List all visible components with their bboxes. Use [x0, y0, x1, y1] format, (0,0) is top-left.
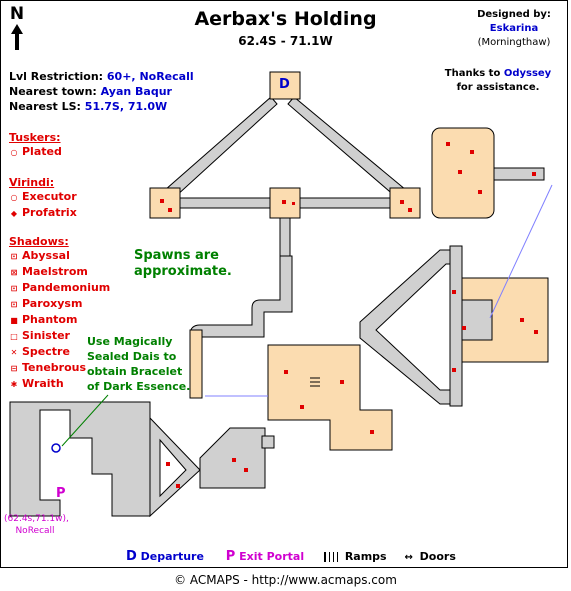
- list-item: ○Plated: [10, 145, 62, 158]
- north-arrow-icon: [11, 24, 23, 50]
- list-item: ✱Wraith: [10, 377, 64, 390]
- paroxysm-icon: ⊡: [10, 300, 18, 309]
- tenebrous-icon: ⊟: [10, 364, 18, 373]
- y-junction: [359, 249, 463, 405]
- legend-ramps-label: Ramps: [344, 550, 387, 563]
- legend-doors-label: Doors: [419, 550, 456, 563]
- room-left: [149, 187, 181, 219]
- virindi-group: Virindi: ○Executor ◆Profatrix: [9, 176, 77, 221]
- dais-note: Use Magically Sealed Dais to obtain Brac…: [87, 335, 191, 393]
- ls-value: 51.7S, 71.0W: [84, 100, 168, 113]
- northeast-link-arrow: [489, 184, 553, 319]
- list-item: ■Phantom: [10, 313, 78, 326]
- east-corridor: [449, 245, 463, 407]
- spectre-icon: ✕: [10, 348, 18, 357]
- abyssal-icon: ⊡: [10, 252, 18, 261]
- spawns-note: Spawns are approximate.: [134, 248, 232, 279]
- designer-name: Eskarina: [489, 23, 539, 34]
- portal-note: (62.4s,71.1w), NoRecall: [4, 514, 69, 536]
- list-item: ✕Spectre: [10, 345, 70, 358]
- info-block: Lvl Restriction: 60+, NoRecall Nearest t…: [9, 69, 194, 114]
- northeast-room: [431, 127, 495, 219]
- ramp-corridor: [189, 329, 203, 399]
- list-item: ⊠Maelstrom: [10, 265, 88, 278]
- list-item: ⊡Paroxysm: [10, 297, 83, 310]
- triangle-corridor-right: [287, 96, 407, 198]
- lvl-value: 60+, NoRecall: [106, 70, 194, 83]
- central-hall: [267, 344, 393, 451]
- map-frame: [0, 0, 568, 568]
- dais-pointer: [61, 394, 109, 447]
- east-room-hall: [461, 299, 493, 341]
- ramps-icon: [323, 552, 338, 562]
- northeast-corridor: [493, 167, 545, 181]
- dais-icon: [51, 443, 61, 453]
- legend-portal-letter: P: [225, 549, 236, 564]
- list-item: □Sinister: [10, 329, 70, 342]
- list-item: ○Executor: [10, 190, 77, 203]
- map-coordinates: 62.4S - 71.1W: [238, 34, 333, 48]
- list-item: ◆Profatrix: [10, 206, 77, 219]
- list-item: ⊡Abyssal: [10, 249, 70, 262]
- plated-icon: ○: [10, 148, 18, 157]
- phantom-icon: ■: [10, 316, 18, 325]
- triangle-corridor-left: [164, 96, 278, 198]
- profatrix-icon: ◆: [10, 209, 18, 218]
- thanks-name: Odyssey: [503, 68, 552, 79]
- exit-portal-marker[interactable]: P: [56, 486, 66, 501]
- town-value: Ayan Baqur: [100, 85, 172, 98]
- portal-area: [9, 401, 151, 517]
- north-compass: N: [8, 4, 26, 52]
- list-item: ⊡Pandemonium: [10, 281, 111, 294]
- thanks-suffix: for assistance.: [456, 82, 540, 93]
- tuskers-header: Tuskers:: [9, 131, 61, 144]
- shadows-group: Shadows: ⊡Abyssal ⊠Maelstrom ⊡Pandemoniu…: [9, 235, 110, 392]
- pandemonium-icon: ⊡: [10, 284, 18, 293]
- departure-marker[interactable]: D: [279, 77, 290, 92]
- legend-departure-label: Departure: [140, 550, 204, 563]
- lower-connector: [261, 435, 275, 449]
- legend-portal-label: Exit Portal: [239, 550, 305, 563]
- doors-icon: ↔: [404, 552, 413, 563]
- map-legend: D Departure P Exit Portal Ramps ↔ Doors: [126, 549, 456, 564]
- ls-label: Nearest LS:: [9, 100, 81, 113]
- departure-room: [269, 71, 301, 100]
- legend-departure-letter: D: [126, 549, 137, 564]
- virindi-header: Virindi:: [9, 176, 55, 189]
- list-item: ⊟Tenebrous: [10, 361, 87, 374]
- maelstrom-icon: ⊠: [10, 268, 18, 277]
- sinister-icon: □: [10, 332, 18, 341]
- tuskers-group: Tuskers: ○Plated: [9, 131, 62, 160]
- designer-server: (Morningthaw): [477, 37, 551, 48]
- thanks-prefix: Thanks to: [444, 68, 501, 79]
- footer-copyright: © ACMAPS - http://www.acmaps.com: [174, 573, 397, 587]
- map-title: Aerbax's Holding: [194, 8, 377, 30]
- room-right: [389, 187, 421, 219]
- town-label: Nearest town:: [9, 85, 97, 98]
- compass-letter: N: [9, 4, 25, 24]
- lower-triangle-inner: [159, 438, 187, 498]
- designer-credit: Designed by: Eskarina (Morningthaw): [462, 8, 566, 50]
- shadows-header: Shadows:: [9, 235, 69, 248]
- executor-icon: ○: [10, 193, 18, 202]
- designed-by-label: Designed by:: [477, 9, 551, 20]
- corridor-down: [279, 217, 291, 257]
- thanks-credit: Thanks to Odyssey for assistance.: [430, 67, 566, 95]
- lvl-label: Lvl Restriction:: [9, 70, 104, 83]
- wraith-icon: ✱: [10, 380, 18, 389]
